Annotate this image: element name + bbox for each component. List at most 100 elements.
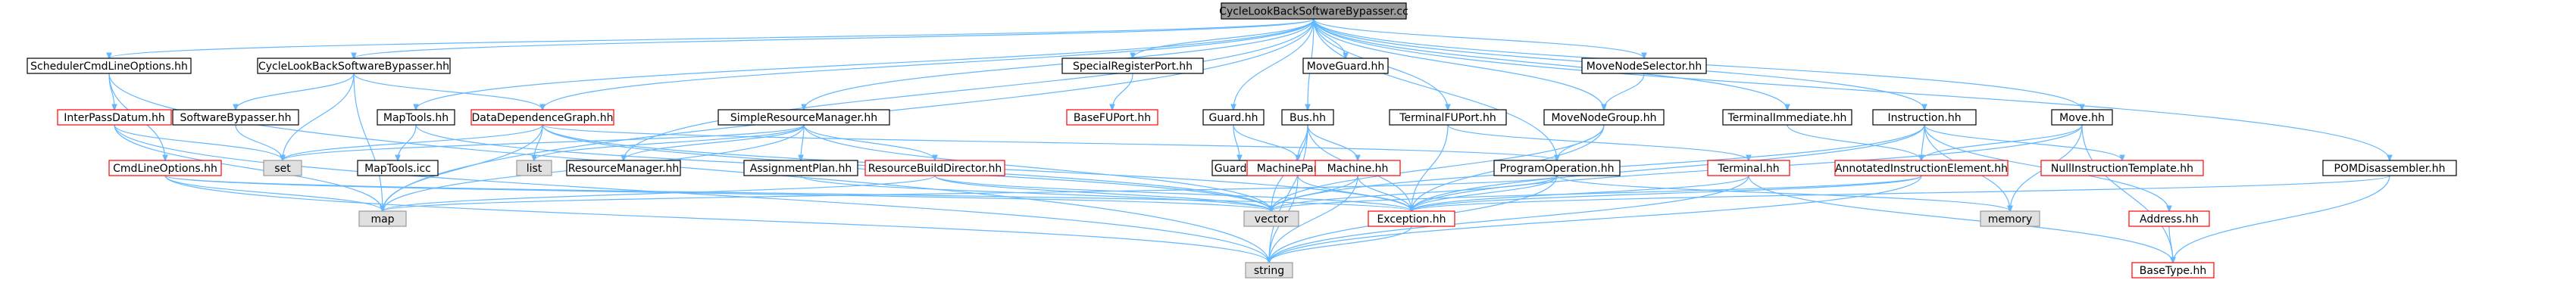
node-label-basetype: BaseType.hh [2140, 265, 2206, 277]
node-mns[interactable]: MoveNodeSelector.hh [1581, 58, 1707, 74]
node-srp[interactable]: SpecialRegisterPort.hh [1061, 58, 1204, 74]
edge-clbsbhh-to-map [353, 73, 383, 211]
node-box-ddg [470, 109, 614, 126]
node-pomdis[interactable]: POMDisassembler.hh [2322, 160, 2457, 176]
node-swbyp[interactable]: SoftwareBypasser.hh [172, 109, 299, 126]
edge-machine-to-vector [1271, 175, 1358, 211]
node-instr[interactable]: Instruction.hh [1872, 109, 1977, 126]
edge-terminal-to-string [1269, 175, 1749, 263]
edge-srp-to-basefu [1112, 73, 1133, 110]
node-basefu[interactable]: BaseFUPort.hh [1066, 109, 1158, 126]
node-progop[interactable]: ProgramOperation.hh [1493, 160, 1621, 176]
node-label-annot: AnnotatedInstructionElement.hh [1835, 163, 2008, 175]
node-termfu[interactable]: TerminalFUPort.hh [1389, 109, 1507, 126]
node-list[interactable]: list [516, 160, 552, 176]
node-ddg[interactable]: DataDependenceGraph.hh [470, 109, 614, 126]
node-srm[interactable]: SimpleResourceManager.hh [717, 109, 890, 126]
node-box-clbsbhh [257, 58, 451, 74]
node-label-string: string [1254, 265, 1284, 277]
node-label-srm: SimpleResourceManager.hh [730, 112, 877, 124]
node-label-vector: vector [1255, 213, 1289, 226]
node-maptools[interactable]: MapTools.hh [377, 109, 455, 126]
node-mng[interactable]: MoveNodeGroup.hh [1543, 109, 1665, 126]
node-label-mguard: MoveGuard.hh [1307, 61, 1384, 73]
node-memory[interactable]: memory [1980, 210, 2040, 227]
node-label-basefu: BaseFUPort.hh [1074, 112, 1151, 124]
node-string[interactable]: string [1245, 262, 1293, 279]
edge-root-to-termimm [1313, 18, 1787, 110]
node-move[interactable]: Move.hh [2051, 109, 2113, 126]
edge-exception-to-string [1269, 226, 1412, 263]
node-bus[interactable]: Bus.hh [1281, 109, 1334, 126]
edge-address-to-basetype [2168, 226, 2173, 263]
node-box-swbyp [172, 109, 299, 126]
edge-interpass-to-map [114, 124, 383, 211]
node-maptoolsicc[interactable]: MapTools.icc [357, 160, 439, 176]
node-box-exception [1368, 210, 1455, 227]
edge-ddg-to-map [383, 124, 543, 211]
node-label-nullinst: NullInstructionTemplate.hh [2051, 163, 2193, 175]
node-sched[interactable]: SchedulerCmdLineOptions.hh [27, 58, 192, 74]
node-label-swbyp: SoftwareBypasser.hh [180, 112, 292, 124]
node-interpass[interactable]: InterPassDatum.hh [57, 109, 172, 126]
edge-bus-to-string [1269, 124, 1308, 263]
node-box-instr [1872, 109, 1977, 126]
node-box-machine [1315, 160, 1401, 176]
node-termimm[interactable]: TerminalImmediate.hh [1722, 109, 1852, 126]
node-box-guardhh [1202, 109, 1265, 126]
node-label-map: map [370, 213, 394, 226]
edge-guardhh-to-machpart [1233, 124, 1298, 160]
edge-interpass-to-set [114, 124, 283, 160]
node-annot[interactable]: AnnotatedInstructionElement.hh [1834, 160, 2009, 176]
edge-termimm-to-annot [1787, 124, 1921, 160]
node-map[interactable]: map [358, 210, 407, 227]
node-box-cmdline [108, 160, 222, 176]
edge-terminal-to-basetype [1748, 175, 2173, 263]
node-cmdline[interactable]: CmdLineOptions.hh [108, 160, 222, 176]
edge-root-to-progop [1313, 18, 1557, 160]
node-box-sched [27, 58, 192, 74]
node-mguard[interactable]: MoveGuard.hh [1302, 58, 1389, 74]
edge-cmdline-to-exception [164, 175, 1411, 211]
node-vector[interactable]: vector [1243, 210, 1299, 227]
node-machine[interactable]: Machine.hh [1315, 160, 1401, 176]
node-terminal[interactable]: Terminal.hh [1707, 160, 1790, 176]
node-label-progop: ProgramOperation.hh [1500, 163, 1615, 175]
node-basetype[interactable]: BaseType.hh [2131, 262, 2215, 279]
node-box-address [2128, 210, 2210, 227]
edge-pomdis-to-basetype [2173, 175, 2390, 263]
node-nullinst[interactable]: NullInstructionTemplate.hh [2040, 160, 2204, 176]
edge-machpart-to-exception [1297, 175, 1411, 211]
node-assign[interactable]: AssignmentPlan.hh [743, 160, 858, 176]
node-label-mns: MoveNodeSelector.hh [1587, 61, 1702, 73]
edge-cmdline-to-map [164, 175, 383, 211]
node-set[interactable]: set [263, 160, 302, 176]
node-resmgr[interactable]: ResourceManager.hh [566, 160, 681, 176]
node-label-root: CycleLookBackSoftwareBypasser.cc [1219, 6, 1408, 18]
node-label-guardhh: Guard.hh [1209, 112, 1258, 124]
edge-root-to-resmgr [624, 18, 1315, 160]
edge-root-to-srm [804, 18, 1315, 110]
edge-swbyp-to-set [235, 124, 283, 160]
node-address[interactable]: Address.hh [2128, 210, 2210, 227]
node-rbd[interactable]: ResourceBuildDirector.hh [864, 160, 1005, 176]
node-box-mguard [1302, 58, 1389, 74]
edge-srm-to-vector [803, 124, 1271, 211]
edge-guardhh-to-guardicc [1233, 124, 1240, 160]
node-box-srp [1061, 58, 1204, 74]
node-clbsbhh[interactable]: CycleLookBackSoftwareBypasser.hh [257, 58, 451, 74]
node-label-machine: Machine.hh [1327, 163, 1389, 175]
node-label-memory: memory [1988, 213, 2033, 226]
node-box-root [1221, 2, 1407, 20]
edge-clbsbhh-to-ddg [353, 73, 542, 110]
node-exception[interactable]: Exception.hh [1368, 210, 1455, 227]
node-label-mng: MoveNodeGroup.hh [1552, 112, 1657, 124]
node-label-list: list [527, 163, 542, 175]
node-label-termimm: TerminalImmediate.hh [1727, 112, 1847, 124]
node-box-basefu [1066, 109, 1158, 126]
node-root[interactable]: CycleLookBackSoftwareBypasser.cc [1219, 2, 1408, 20]
edge-bus-to-machine [1307, 124, 1358, 160]
edge-ddg-to-progop [542, 124, 1557, 160]
node-guardhh[interactable]: Guard.hh [1202, 109, 1265, 126]
edge-annot-to-exception [1411, 175, 1922, 211]
